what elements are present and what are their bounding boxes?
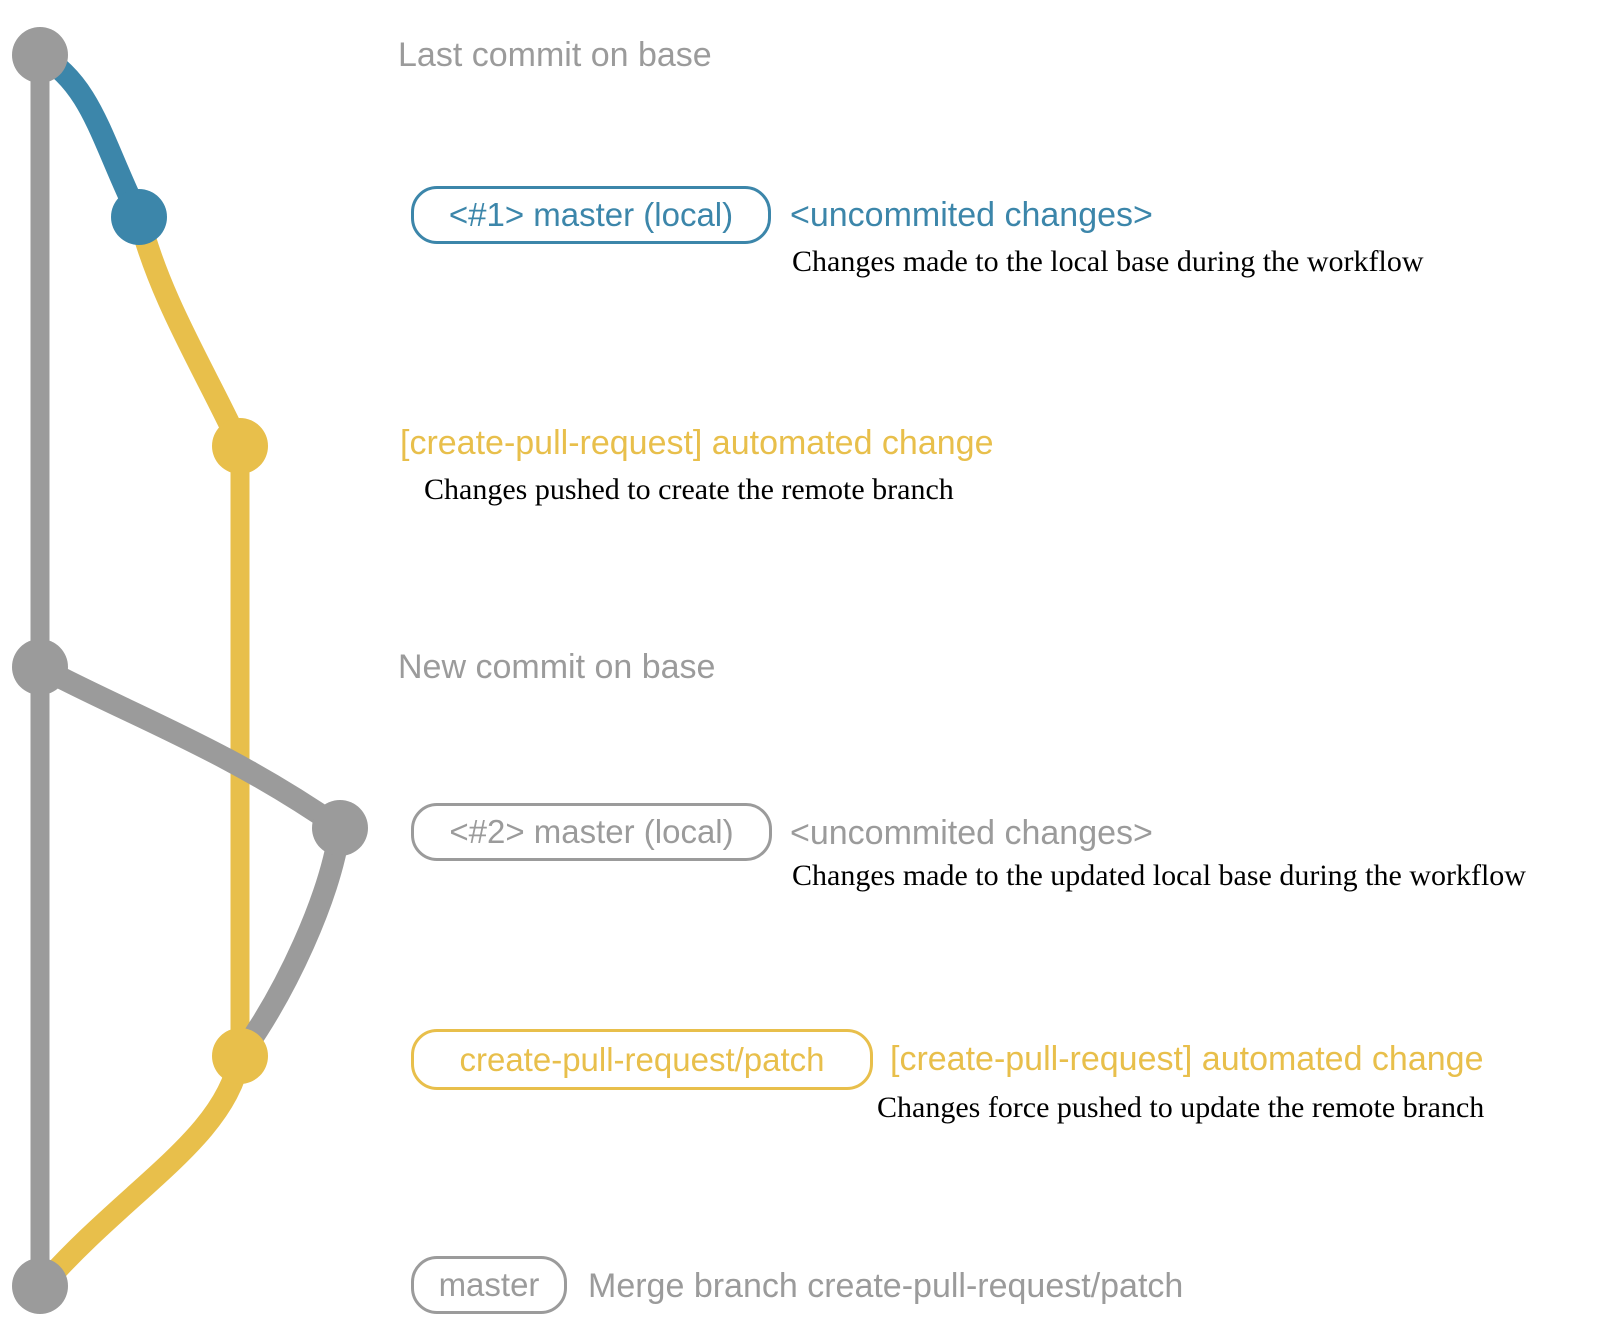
label-uncommited-changes-1: <uncommited changes> <box>790 196 1153 234</box>
commit-node-new-base <box>12 639 68 695</box>
badge-master-local-2-label: <#2> master (local) <box>449 813 734 850</box>
commit-node-patch-1 <box>212 418 268 474</box>
rebase-curve-bottom <box>229 817 351 1067</box>
merge-curve <box>31 1045 251 1297</box>
commit-node-local-2 <box>312 800 368 856</box>
label-automated-change-1: [create-pull-request] automated change <box>400 424 994 462</box>
label-automated-change-2: [create-pull-request] automated change <box>890 1040 1484 1078</box>
desc-push-2: Changes force pushed to update the remot… <box>877 1091 1485 1124</box>
badge-patch-branch-label: create-pull-request/patch <box>459 1040 825 1078</box>
rebase-curve-top <box>29 656 351 839</box>
badge-master-local-1-label: <#1> master (local) <box>448 196 734 233</box>
badge-master-label: master <box>438 1266 540 1303</box>
label-uncommited-changes-2: <uncommited changes> <box>790 814 1153 852</box>
commit-node-last-base <box>12 27 68 83</box>
label-new-commit-on-base: New commit on base <box>398 648 716 686</box>
desc-local-changes-1: Changes made to the local base during th… <box>792 245 1424 278</box>
desc-push-1: Changes pushed to create the remote bran… <box>424 473 954 506</box>
badge-master-local-2: <#2> master (local) <box>411 803 772 861</box>
desc-local-changes-2: Changes made to the updated local base d… <box>792 859 1526 892</box>
badge-master-local-1: <#1> master (local) <box>411 186 771 244</box>
patch-branch-curve-top <box>128 206 251 457</box>
commit-node-merge <box>12 1258 68 1314</box>
label-last-commit-on-base: Last commit on base <box>398 36 712 74</box>
badge-master: master <box>411 1256 567 1314</box>
commit-node-local-1 <box>111 189 167 245</box>
label-merge-message: Merge branch create-pull-request/patch <box>588 1267 1184 1305</box>
commit-node-patch-2 <box>212 1028 268 1084</box>
badge-patch-branch: create-pull-request/patch <box>411 1029 873 1090</box>
local-master-branch-curve <box>29 44 150 228</box>
